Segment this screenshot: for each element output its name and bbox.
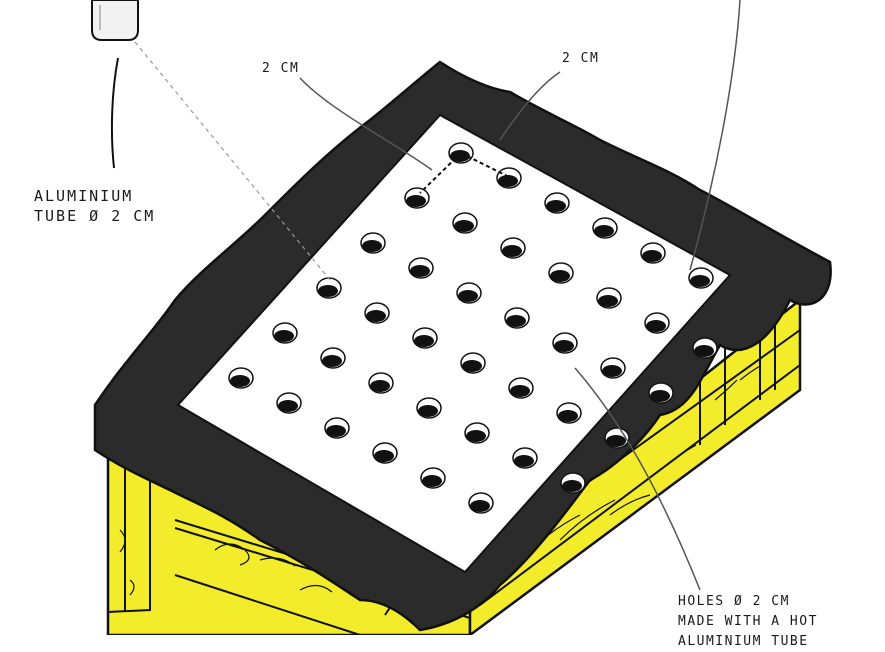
aluminium-tube-label-line1: ALUMINIUM (34, 186, 155, 206)
hole (549, 263, 573, 283)
hole (641, 243, 665, 263)
hydroponic-tray-illustration (0, 0, 885, 635)
hole (501, 238, 525, 258)
aluminium-tube-label-line2: TUBE ø 2 CM (34, 206, 155, 226)
hole (601, 358, 625, 378)
hole (325, 418, 349, 438)
hole (413, 328, 437, 348)
hole (373, 443, 397, 463)
hole (505, 308, 529, 328)
hole (469, 493, 493, 513)
spacing-label-right: 2 CM (562, 49, 599, 69)
holes-label-line1: HOLES ø 2 CM (678, 592, 818, 612)
holes-label-line3: ALUMINIUM TUBE (678, 632, 818, 652)
hole (497, 168, 521, 188)
hole (277, 393, 301, 413)
hole (409, 258, 433, 278)
hole (557, 403, 581, 423)
hole (421, 468, 445, 488)
hole (545, 193, 569, 213)
hole (689, 268, 713, 288)
hole (321, 348, 345, 368)
hole (693, 338, 717, 358)
hole (369, 373, 393, 393)
hole (593, 218, 617, 238)
hole (597, 288, 621, 308)
holes-label: HOLES ø 2 CM MADE WITH A HOT ALUMINIUM T… (678, 592, 818, 652)
hole (405, 188, 429, 208)
hole (457, 283, 481, 303)
hole (361, 233, 385, 253)
spacing-label-left: 2 CM (262, 59, 299, 79)
hole (229, 368, 253, 388)
hole (553, 333, 577, 353)
holes-label-line2: MADE WITH A HOT (678, 612, 818, 632)
hole (417, 398, 441, 418)
hole (649, 383, 673, 403)
hole (317, 278, 341, 298)
hole (365, 303, 389, 323)
hole (273, 323, 297, 343)
hole (465, 423, 489, 443)
hole (561, 473, 585, 493)
hole (453, 213, 477, 233)
aluminium-tube-label: ALUMINIUM TUBE ø 2 CM (34, 186, 155, 226)
hole (461, 353, 485, 373)
hole (513, 448, 537, 468)
hole (509, 378, 533, 398)
hole (645, 313, 669, 333)
